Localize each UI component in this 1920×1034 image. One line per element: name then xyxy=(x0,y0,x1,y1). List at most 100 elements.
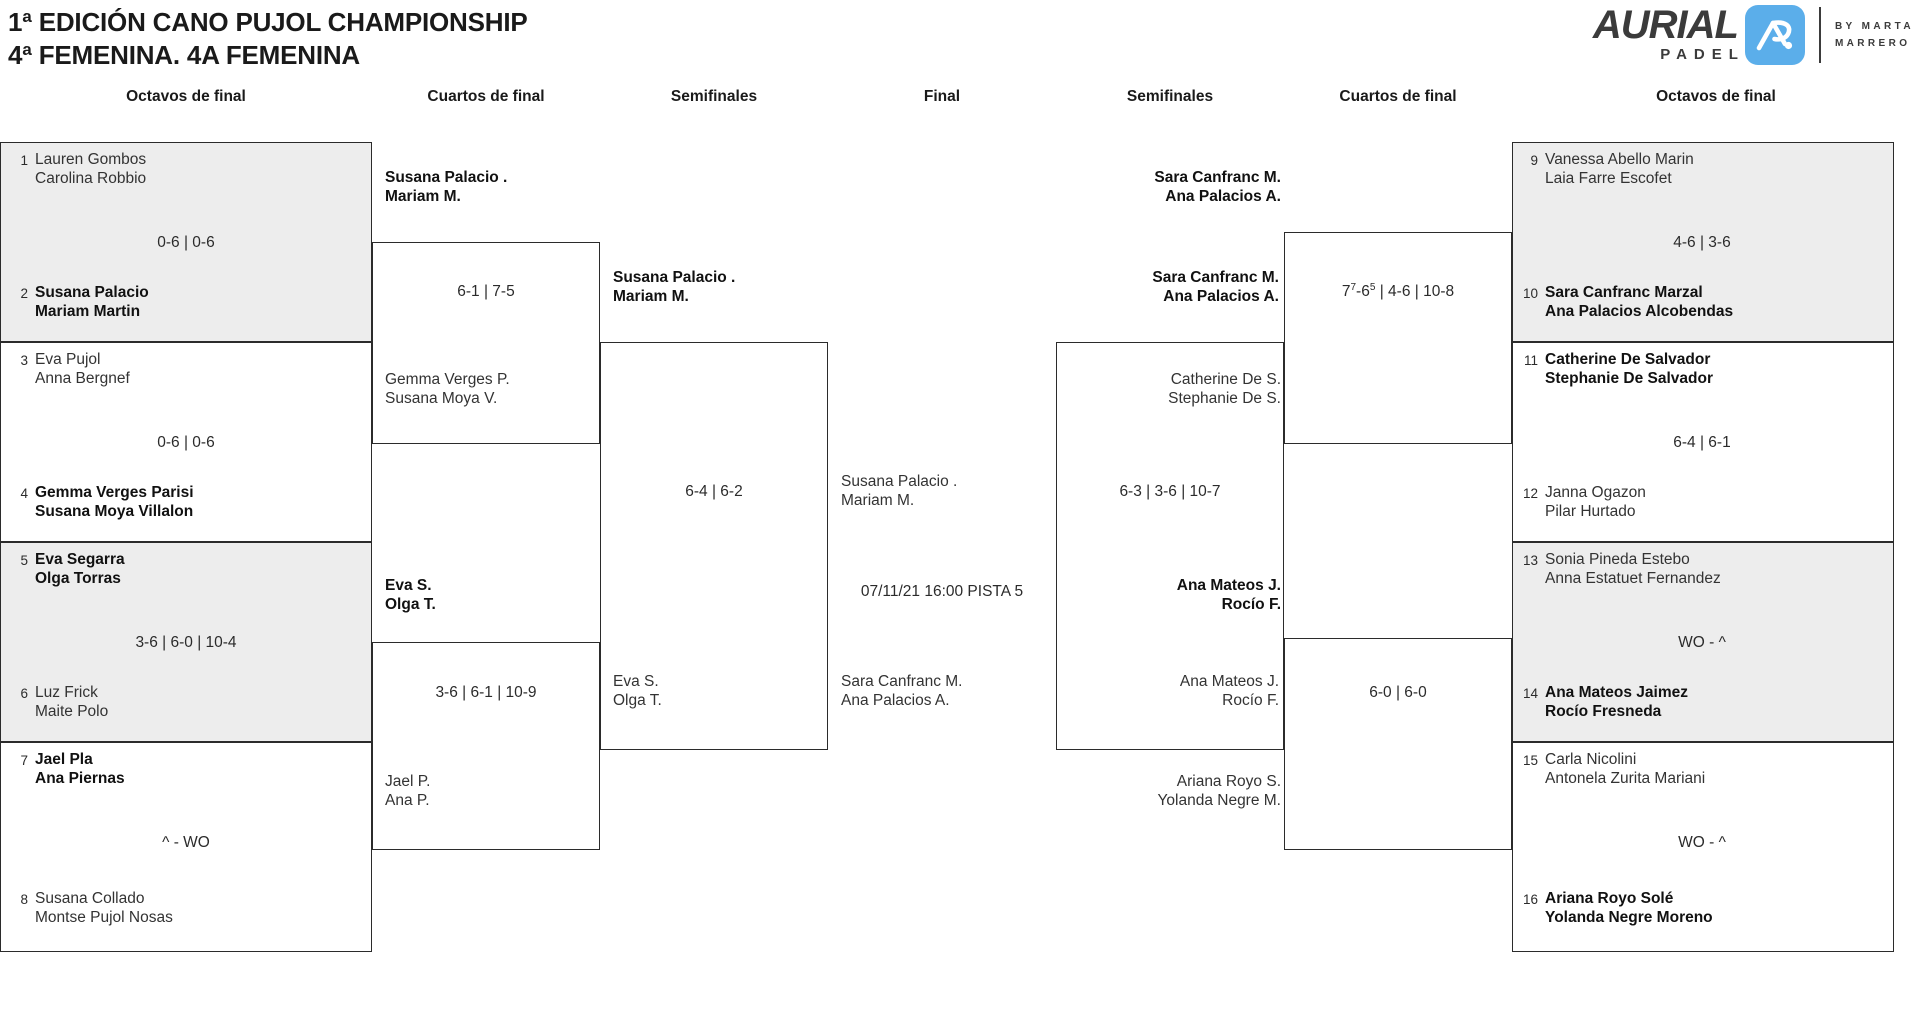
seed-number: 8 xyxy=(20,892,28,907)
logo-byline-1: BY MARTA xyxy=(1834,20,1914,32)
octavos-left-match-4[interactable] xyxy=(0,742,372,952)
cuartos-left-2-bottom-team[interactable]: Jael P.Ana P. xyxy=(378,772,598,810)
score-cuartos-left-1: 6-1 | 7-5 xyxy=(457,283,515,300)
octavos-right-match-4[interactable] xyxy=(1512,742,1894,952)
seed-number: 12 xyxy=(1522,486,1538,501)
final-bottom-team[interactable]: Sara Canfranc M.Ana Palacios A. xyxy=(834,672,1054,710)
semis-right-match[interactable] xyxy=(1056,342,1284,750)
octavos-right-match-1[interactable] xyxy=(1512,142,1894,342)
octavos-left-match-1[interactable] xyxy=(0,142,372,342)
seed-number: 11 xyxy=(1523,353,1538,368)
cuartos-right-1-bottom-team[interactable]: Catherine De S.Stephanie De S. xyxy=(1064,370,1284,408)
semis-left-bottom-team[interactable]: Eva S.Olga T. xyxy=(606,672,826,710)
column-header-octavos-right: Octavos de final xyxy=(1656,88,1776,105)
seed-number: 15 xyxy=(1522,753,1538,768)
team-names: Sara Canfranc M.Ana Palacios A. xyxy=(1154,169,1281,206)
team-names: Ariana Royo S.Yolanda Negre M. xyxy=(1157,773,1281,810)
column-header-semis-left: Semifinales xyxy=(670,88,758,105)
title-line-1: 1ª EDICIÓN CANO PUJOL CHAMPIONSHIP xyxy=(8,7,528,37)
octavos-left-match-2[interactable] xyxy=(0,342,372,542)
seed-number: 3 xyxy=(20,353,28,368)
team-names: Catherine De S.Stephanie De S. xyxy=(1168,371,1281,408)
team-names: Gemma Verges P.Susana Moya V. xyxy=(385,371,510,408)
aurial-a-mark-icon xyxy=(1744,5,1805,65)
cuartos-right-1-top-team[interactable]: Sara Canfranc M.Ana Palacios A. xyxy=(1064,168,1284,206)
score-octavos-left-1: 0-6 | 0-6 xyxy=(157,234,215,251)
cuartos-left-1-bottom-team[interactable]: Gemma Verges P.Susana Moya V. xyxy=(378,370,598,408)
cuartos-right-2-top-team[interactable]: Ana Mateos J.Rocío F. xyxy=(1064,576,1284,614)
team-names: Susana Palacio .Mariam M. xyxy=(385,169,508,206)
logo-wordmark: AURIAL PADEL xyxy=(1593,5,1739,65)
final-schedule: 07/11/21 16:00 PISTA 5 xyxy=(860,583,1024,600)
seed-number: 1 xyxy=(20,153,28,168)
cuartos-right-match-1[interactable] xyxy=(1284,232,1512,444)
octavos-right-match-3[interactable] xyxy=(1512,542,1894,742)
seed-number: 16 xyxy=(1522,892,1538,907)
cuartos-left-2-top-team[interactable]: Eva S.Olga T. xyxy=(378,576,598,614)
aurial-padel-logo: AURIAL PADEL BY MARTA MARRERO xyxy=(1593,4,1914,66)
team-names: Sara Canfranc M.Ana Palacios A. xyxy=(1152,269,1279,306)
seed-number: 14 xyxy=(1522,686,1538,701)
column-header-octavos-left: Octavos de final xyxy=(126,88,246,105)
page-title: 1ª EDICIÓN CANO PUJOL CHAMPIONSHIP 4ª FE… xyxy=(8,6,528,73)
score-octavos-right-2: 6-4 | 6-1 xyxy=(1673,434,1731,451)
semis-right-bottom-team[interactable]: Ana Mateos J.Rocío F. xyxy=(1062,672,1282,710)
team-names: Susana Palacio .Mariam M. xyxy=(841,473,958,510)
seed-number: 7 xyxy=(20,753,28,768)
semis-left-top-team[interactable]: Susana Palacio .Mariam M. xyxy=(606,268,826,306)
semis-right-top-team[interactable]: Sara Canfranc M.Ana Palacios A. xyxy=(1062,268,1282,306)
cuartos-left-match-1[interactable] xyxy=(372,242,600,444)
logo-byline-2: MARRERO xyxy=(1834,38,1911,49)
score-cuartos-right-1: 77-65 | 4-6 | 10-8 xyxy=(1341,281,1455,300)
team-names: Susana Palacio .Mariam M. xyxy=(613,269,736,306)
score-octavos-left-3: 3-6 | 6-0 | 10-4 xyxy=(135,634,237,651)
column-header-final: Final xyxy=(923,88,961,105)
octavos-right-match-2[interactable] xyxy=(1512,342,1894,542)
score-octavos-left-2: 0-6 | 0-6 xyxy=(157,434,215,451)
logo-divider xyxy=(1818,7,1821,63)
seed-number: 2 xyxy=(20,286,28,301)
score-cuartos-left-2: 3-6 | 6-1 | 10-9 xyxy=(435,684,537,701)
octavos-left-match-3[interactable] xyxy=(0,542,372,742)
semis-left-match[interactable] xyxy=(600,342,828,750)
team-names: Eva S.Olga T. xyxy=(385,577,436,614)
final-top-team[interactable]: Susana Palacio .Mariam M. xyxy=(834,472,1054,510)
cuartos-left-match-2[interactable] xyxy=(372,642,600,850)
column-header-cuartos-left: Cuartos de final xyxy=(427,88,545,105)
cuartos-left-1-top-team[interactable]: Susana Palacio .Mariam M. xyxy=(378,168,598,206)
cuartos-right-2-bottom-team[interactable]: Ariana Royo S.Yolanda Negre M. xyxy=(1064,772,1284,810)
team-names: Ana Mateos J.Rocío F. xyxy=(1176,577,1281,614)
team-names: Ana Mateos J.Rocío F. xyxy=(1179,673,1279,710)
cuartos-right-match-2[interactable] xyxy=(1284,638,1512,850)
column-header-cuartos-right: Cuartos de final xyxy=(1339,88,1457,105)
team-names: Eva S.Olga T. xyxy=(613,673,662,710)
